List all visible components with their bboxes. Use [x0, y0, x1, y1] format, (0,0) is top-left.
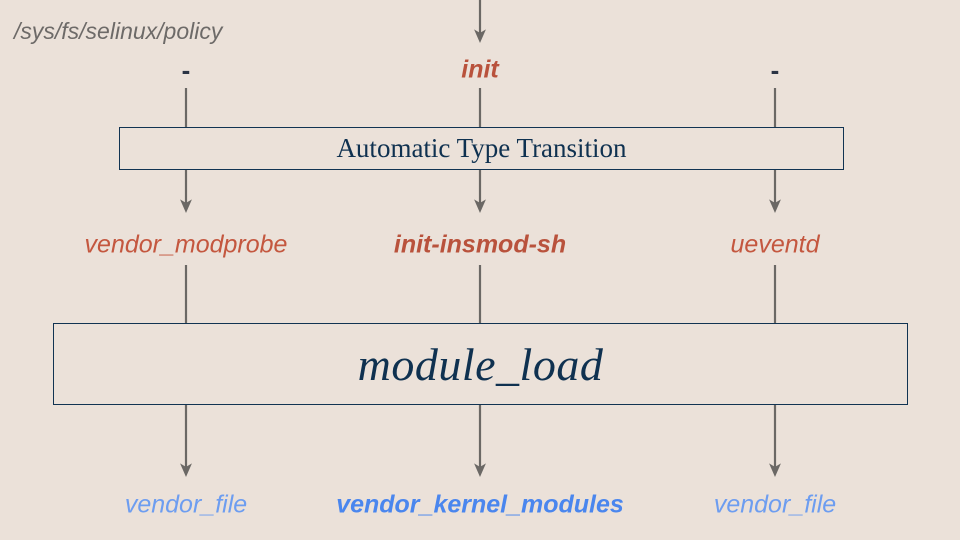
domain-vendor-modprobe: vendor_modprobe [84, 230, 288, 259]
type-vendor-file-right: vendor_file [713, 490, 837, 519]
box-module-load-label: module_load [357, 338, 604, 390]
box-automatic-type-transition-label: Automatic Type Transition [336, 133, 627, 163]
dash-mark-right: - [770, 55, 780, 85]
domain-ueventd: ueventd [730, 230, 820, 259]
box-automatic-type-transition[interactable]: Automatic Type Transition [119, 127, 844, 170]
type-vendor-kernel-modules: vendor_kernel_modules [336, 490, 624, 519]
box-module-load[interactable]: module_load [53, 323, 908, 405]
type-vendor-file-left: vendor_file [124, 490, 248, 519]
policy-path-label: /sys/fs/selinux/policy [14, 18, 223, 44]
domain-init: init [461, 55, 499, 84]
domain-init-insmod-sh: init-insmod-sh [393, 230, 567, 259]
dash-mark-left: - [181, 55, 191, 85]
